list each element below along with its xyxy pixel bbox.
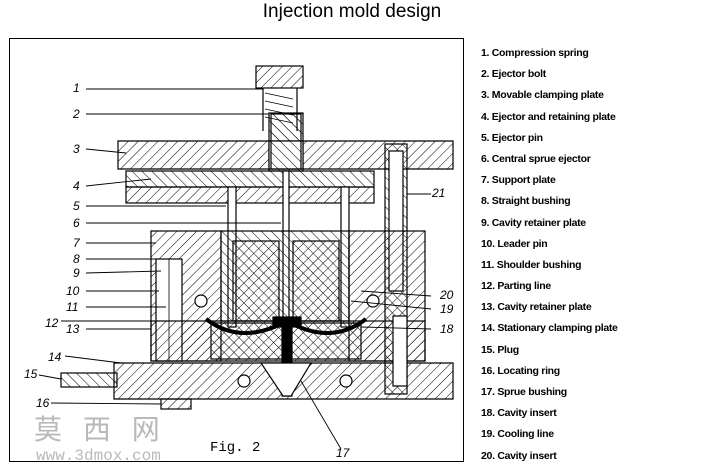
- legend-item: 12. Parting line: [481, 280, 551, 293]
- legend-item: 19. Cooling line: [481, 428, 554, 441]
- plug: [60, 372, 118, 388]
- legend-item: 10. Leader pin: [481, 237, 548, 250]
- legend-item: 9. Cavity retainer plate: [481, 216, 586, 229]
- callout-17: 17: [336, 446, 351, 460]
- legend-item: 18. Cavity insert: [481, 407, 557, 420]
- legend-item: 5. Ejector pin: [481, 131, 543, 144]
- bolt-right: [392, 315, 408, 387]
- legend-item: 7. Support plate: [481, 174, 556, 187]
- callout-7: 7: [73, 236, 81, 250]
- callout-13: 13: [66, 322, 80, 336]
- callout-16: 16: [36, 396, 50, 410]
- callout-10: 10: [66, 284, 80, 298]
- callout-2: 2: [72, 107, 80, 121]
- parts-legend: 1. Compression spring 2. Ejector bolt 3.…: [481, 43, 618, 467]
- legend-item: 8. Straight bushing: [481, 195, 571, 208]
- ejector-retaining-plate: [125, 170, 375, 188]
- legend-item: 2. Ejector bolt: [481, 68, 546, 81]
- locating-ring: [160, 398, 192, 410]
- cooling-lines: [194, 294, 380, 388]
- drawing-frame: 1 2 3 4 5 6 7 8 9 10 11 12 13 14 15 16 1…: [9, 38, 464, 465]
- callout-1: 1: [73, 81, 80, 95]
- callout-9: 9: [73, 266, 80, 280]
- callout-4: 4: [73, 179, 80, 193]
- legend-item: 1. Compression spring: [481, 47, 589, 59]
- legend-item: 15. Plug: [481, 343, 519, 356]
- watermark-url: www.3dmox.com: [36, 447, 161, 461]
- callout-19: 19: [440, 302, 454, 316]
- legend-item: 3. Movable clamping plate: [481, 89, 604, 102]
- callout-20: 20: [439, 288, 454, 302]
- callout-5: 5: [73, 199, 80, 213]
- leader-lines: [38, 88, 432, 450]
- diagram-title: Injection mold design: [262, 1, 442, 22]
- callout-3: 3: [73, 142, 80, 156]
- callout-8: 8: [73, 252, 80, 266]
- legend-item: 17. Sprue bushing: [481, 386, 567, 398]
- mold-drawing: 1 2 3 4 5 6 7 8 9 10 11 12 13 14 15 16 1…: [24, 65, 454, 465]
- legend-item: 11. Shoulder bushing: [481, 258, 582, 271]
- callout-21: 21: [431, 186, 445, 200]
- callout-12: 12: [45, 316, 59, 330]
- compression-spring-block: [255, 65, 304, 131]
- callout-14: 14: [48, 350, 62, 364]
- legend-item: 6. Central sprue ejector: [481, 152, 591, 165]
- callout-11: 11: [66, 300, 78, 314]
- callout-15: 15: [24, 367, 38, 381]
- callout-6: 6: [73, 216, 80, 230]
- figure-label: Fig. 2: [210, 440, 260, 456]
- legend-item: 4. Ejector and retaining plate: [481, 110, 616, 123]
- callout-18: 18: [440, 322, 454, 336]
- legend-item: 14. Stationary clamping plate: [481, 322, 618, 335]
- watermark-text: 莫 西 网: [34, 413, 166, 446]
- legend-item: 13. Cavity retainer plate: [481, 301, 592, 314]
- legend-item: 20. Cavity insert: [481, 449, 557, 462]
- legend-item: 16. Locating ring: [481, 364, 560, 377]
